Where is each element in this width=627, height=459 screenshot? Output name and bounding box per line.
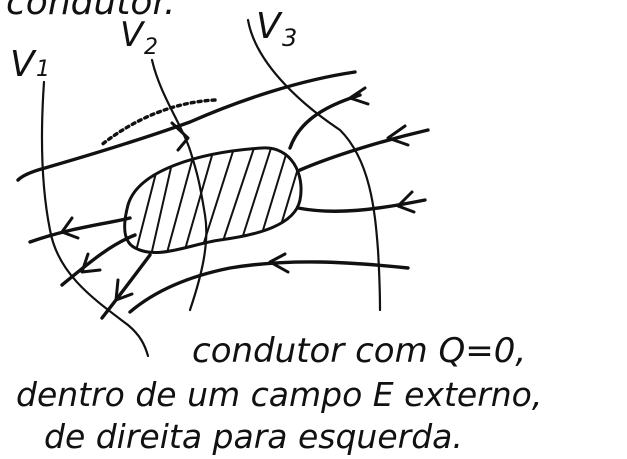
field-line-4 — [296, 198, 427, 213]
label-v2-sub: 2 — [144, 35, 158, 60]
field-line-6 — [60, 233, 137, 287]
arrow-icon — [386, 124, 410, 147]
field-line-3 — [288, 93, 362, 150]
arrow-icon — [268, 252, 290, 274]
caption: condutor com Q=0, dentro de um campo E e… — [16, 331, 542, 456]
field-line-1 — [16, 70, 357, 182]
label-v1-letter: V — [10, 44, 37, 85]
label-v2-letter: V — [120, 15, 146, 55]
field-line-7 — [100, 253, 152, 320]
arrow-icon — [396, 190, 416, 214]
field-arrows — [60, 86, 416, 302]
label-v3-letter: V — [256, 6, 283, 47]
label-v1: V 1 — [10, 44, 50, 85]
arrow-icon — [60, 216, 80, 240]
label-v3-sub: 3 — [282, 24, 297, 52]
label-v3: V 3 — [256, 6, 297, 52]
field-line-2 — [298, 128, 430, 172]
field-lines — [16, 70, 430, 320]
arrow-icon — [348, 86, 370, 106]
equipotential-v3 — [246, 18, 382, 312]
conductor-body — [123, 146, 303, 255]
equipotential-v1 — [40, 80, 150, 358]
arrow-icon — [114, 278, 134, 302]
arrow-icon — [170, 121, 190, 152]
caption-line-1: condutor com Q=0, — [192, 331, 526, 371]
label-v2: V 2 — [120, 15, 158, 60]
caption-line-2: dentro de um campo E externo, — [16, 375, 542, 414]
header-fragment: condutor. — [6, 0, 175, 23]
conductor-hatching — [134, 147, 302, 253]
caption-line-3: de direita para esquerda. — [44, 417, 463, 456]
field-line-1-faint — [98, 98, 217, 148]
field-line-8 — [128, 260, 410, 314]
equipotential-v2 — [150, 58, 208, 312]
conductor-outline — [123, 146, 303, 255]
field-line-5 — [28, 216, 132, 244]
arrow-icon — [80, 252, 102, 274]
label-v1-sub: 1 — [36, 57, 50, 82]
